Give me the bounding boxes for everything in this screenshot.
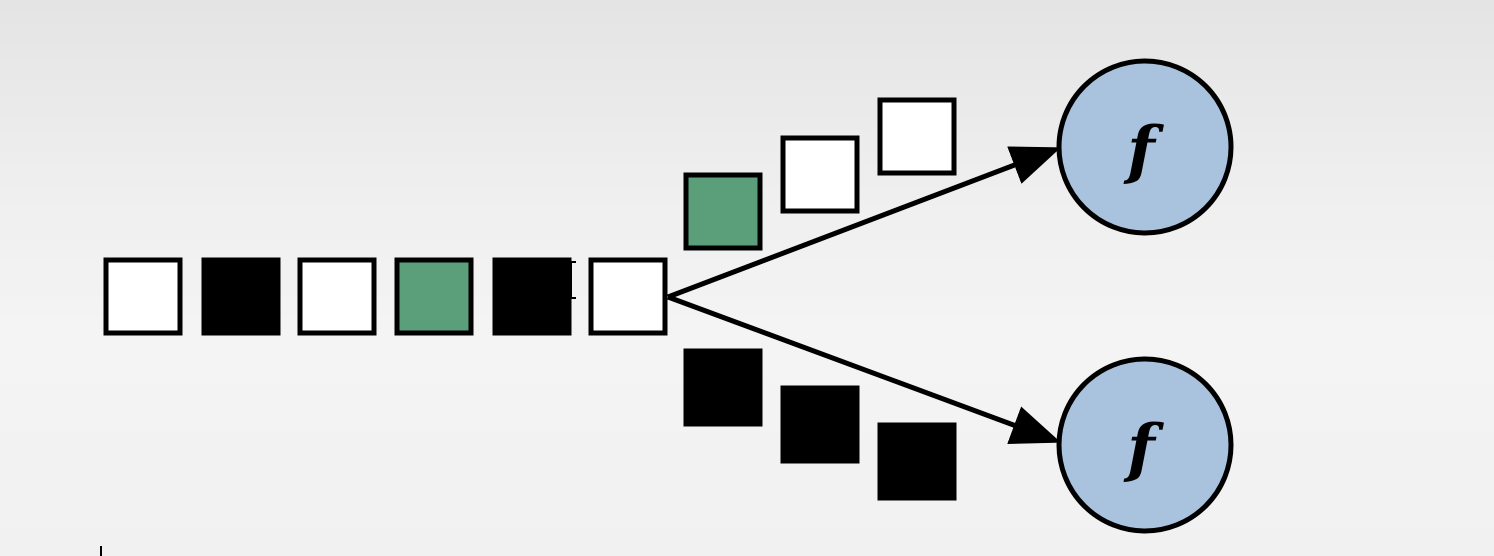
input-cell-5	[492, 257, 572, 336]
upper-cell-1	[683, 172, 763, 251]
lower-cell-1	[683, 348, 763, 427]
upper-branch	[683, 97, 957, 251]
input-cell-4	[394, 257, 474, 336]
cursor-marker	[566, 261, 576, 299]
lower-branch	[683, 348, 957, 501]
function-node-lower: f	[1056, 356, 1234, 534]
upper-arrow	[667, 146, 1062, 300]
upper-cell-2	[780, 135, 860, 214]
upper-cell-3	[877, 97, 957, 176]
function-node-upper-circle	[1056, 58, 1234, 236]
function-node-upper: f	[1056, 58, 1234, 236]
lower-cell-3	[877, 422, 957, 501]
input-cell-6	[588, 257, 668, 336]
input-cell-3	[297, 257, 377, 336]
input-cell-1	[103, 257, 183, 336]
lower-arrow	[667, 294, 1062, 444]
function-node-lower-circle	[1056, 356, 1234, 534]
input-stream	[103, 257, 668, 336]
lower-cell-2	[780, 385, 860, 464]
input-cell-2	[201, 257, 281, 336]
